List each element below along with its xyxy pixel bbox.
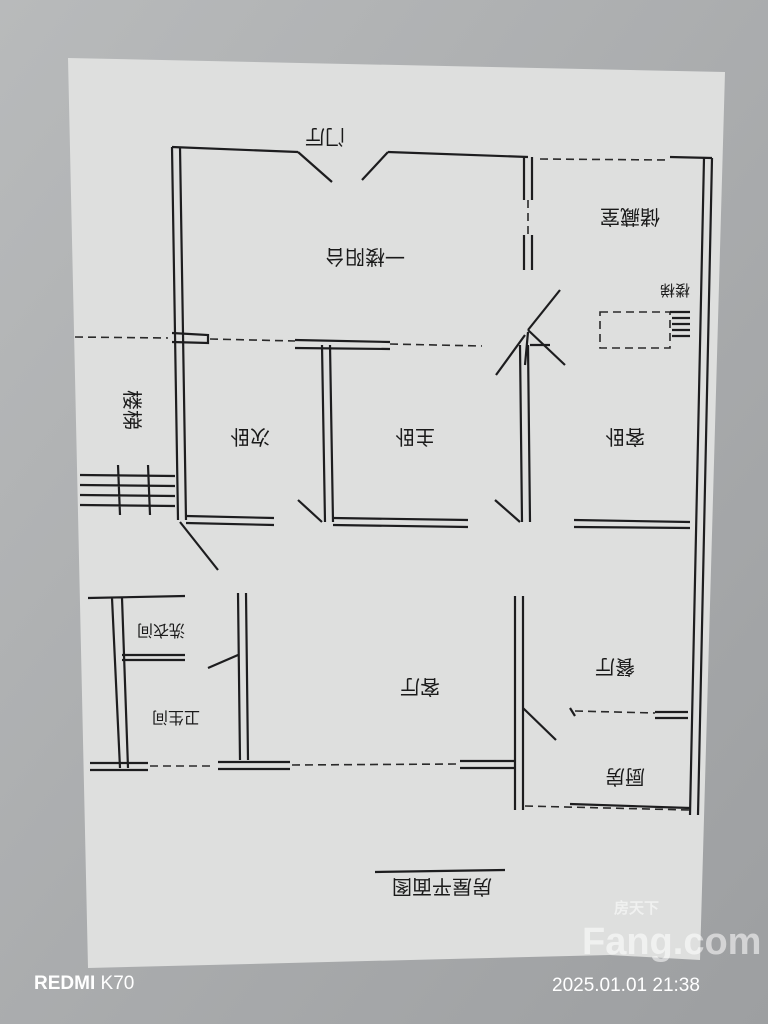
- paper-sheet: [68, 58, 725, 968]
- photo-datetime: 2025.01.01 21:38: [552, 975, 700, 996]
- room-labels: 门厅 一楼阳台 储藏室 楼梯 次卧 主卧 客卧 楼梯 洗衣间 卫生间 客厅 餐厅…: [120, 125, 690, 899]
- label-second-bedroom: 次卧: [230, 425, 270, 449]
- label-living-room: 客厅: [400, 675, 440, 699]
- camera-brand: REDMI: [34, 973, 96, 994]
- label-balcony: 一楼阳台: [325, 245, 405, 269]
- walls: [74, 145, 714, 874]
- label-stairs: 楼梯: [120, 390, 144, 430]
- label-dining-room: 餐厅: [595, 655, 635, 679]
- label-kitchen: 厨房: [605, 765, 645, 789]
- label-storage: 储藏室: [600, 205, 660, 229]
- camera-model: K70: [100, 973, 135, 994]
- label-master-bedroom: 主卧: [395, 425, 435, 449]
- watermark-cn: 房天下: [614, 900, 660, 917]
- label-stairs-small: 楼梯: [660, 281, 690, 299]
- plan-title: 房屋平面图: [392, 875, 492, 899]
- watermark-en: Fang.com: [582, 921, 762, 963]
- label-laundry: 洗衣间: [137, 621, 185, 640]
- label-entrance: 门厅: [305, 125, 345, 149]
- label-bathroom: 卫生间: [152, 708, 200, 727]
- label-guest-bedroom: 客卧: [605, 425, 645, 449]
- camera-watermark: REDMI K70: [34, 973, 134, 995]
